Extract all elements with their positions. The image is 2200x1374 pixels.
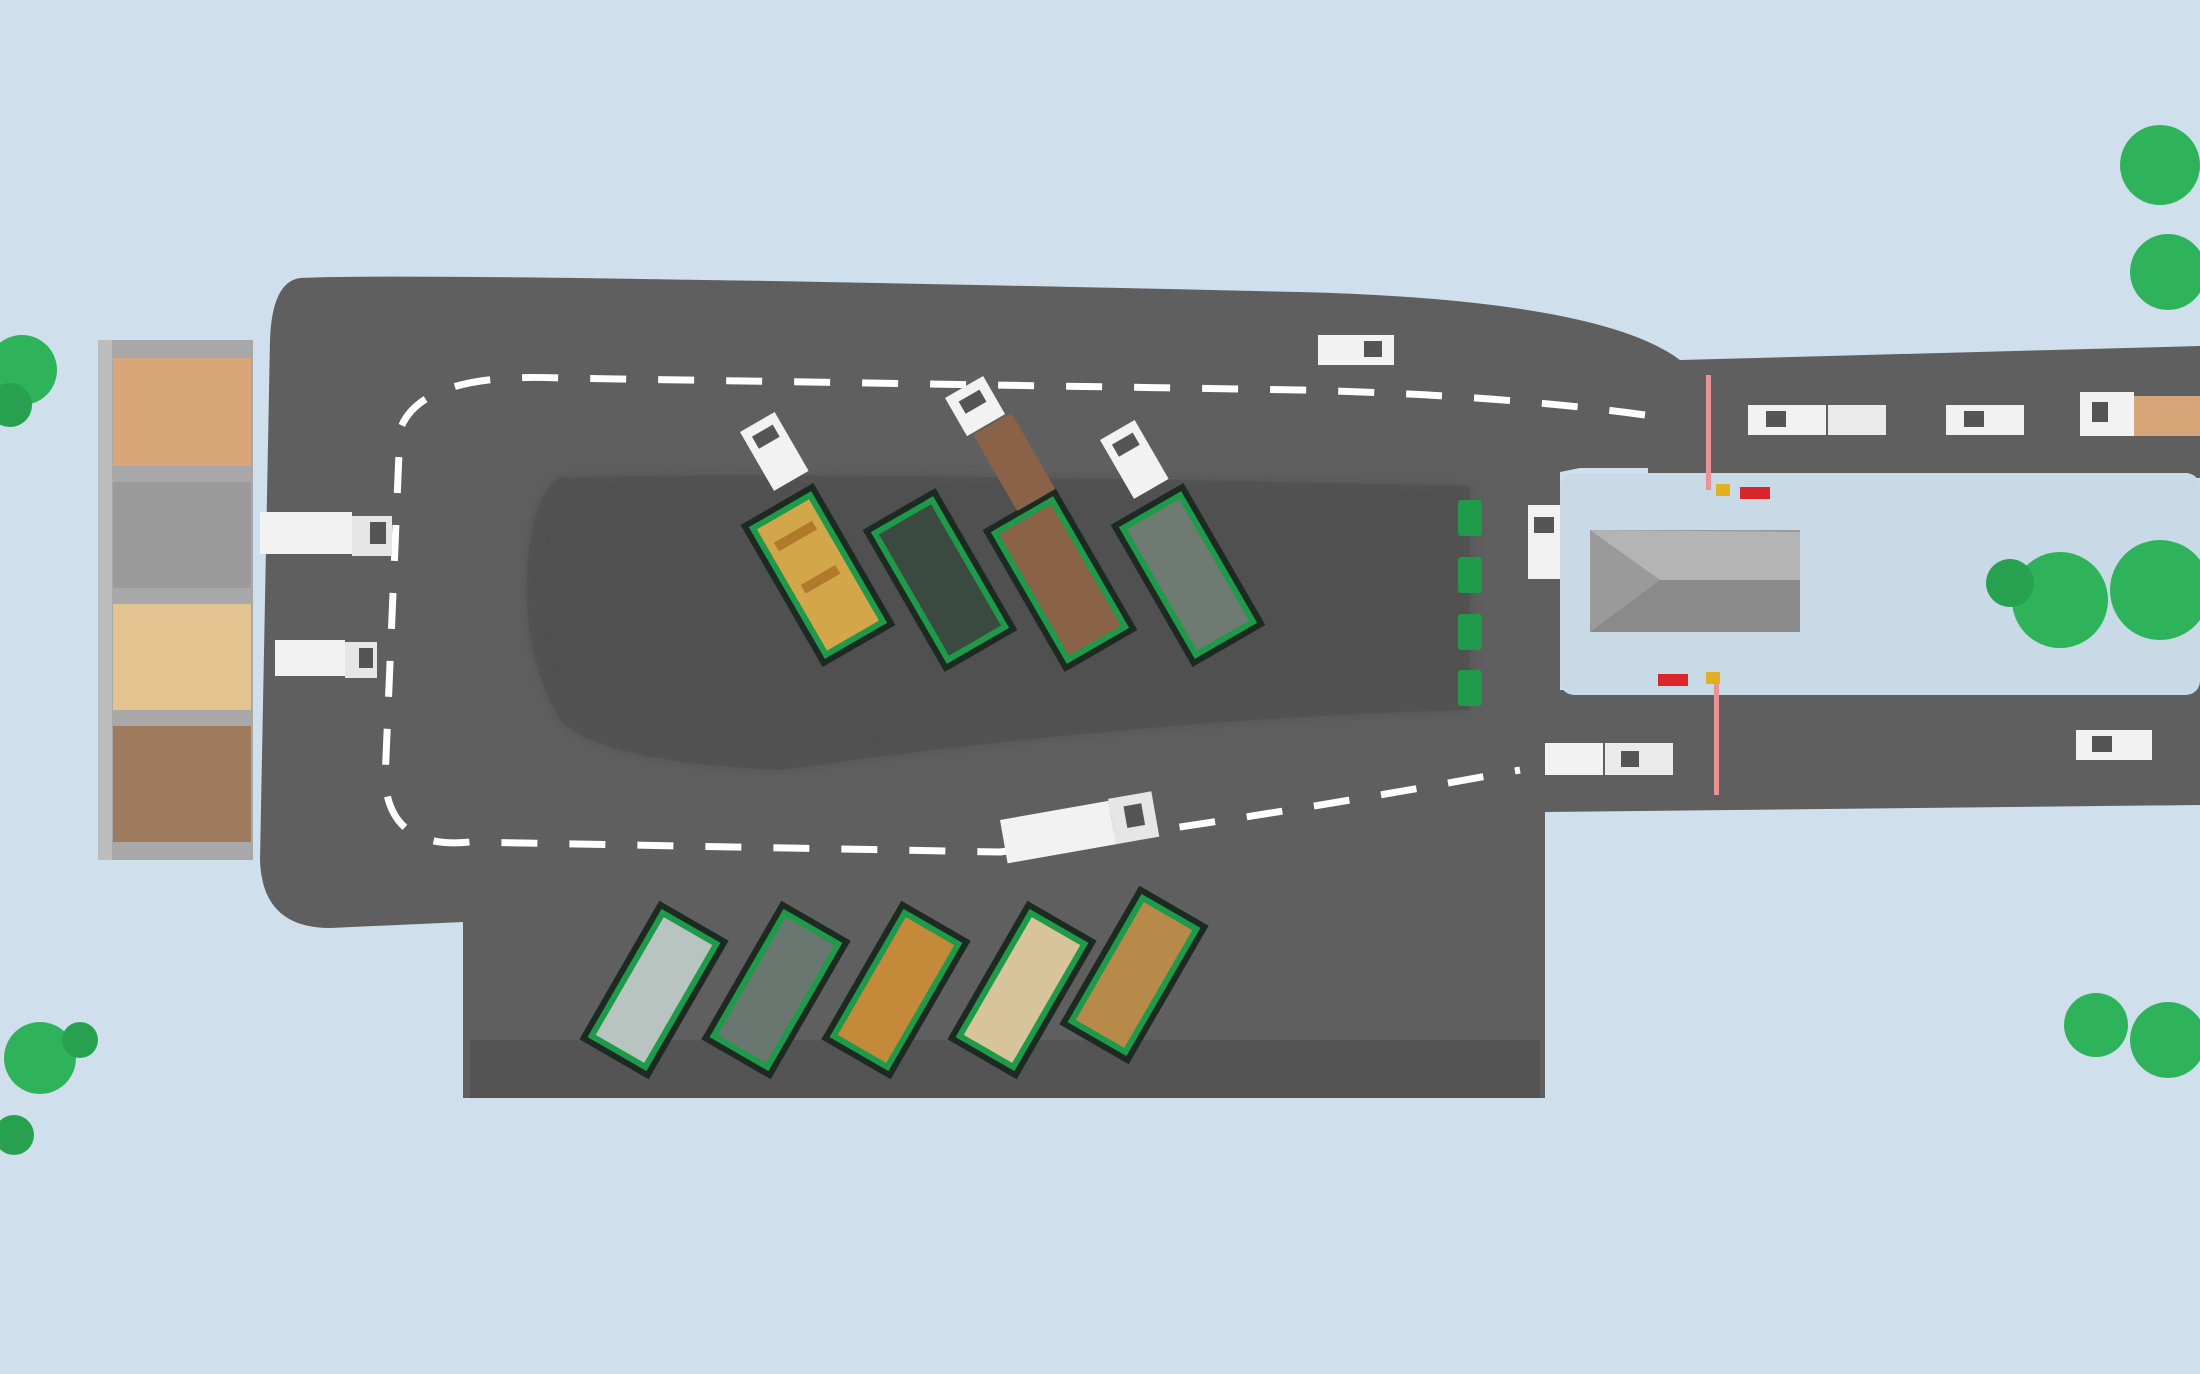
container-timber	[1059, 885, 1209, 1065]
bay-soil-brown	[113, 726, 251, 842]
truck-icon	[740, 412, 809, 491]
truck-icon	[260, 512, 392, 556]
truck-icon	[1946, 405, 2024, 435]
tree-icon	[0, 1022, 98, 1155]
container-cardboard	[821, 900, 971, 1080]
container-rubble	[862, 487, 1018, 673]
container-soil	[982, 487, 1138, 673]
small-bin	[1458, 500, 1482, 536]
lane-marking	[381, 373, 1646, 856]
bay-gravel-grey	[113, 482, 251, 588]
tree-icon	[2120, 125, 2200, 310]
truck-icon	[2076, 730, 2152, 760]
small-bin	[1458, 557, 1482, 593]
small-bins	[1458, 500, 1482, 706]
upper-containers	[740, 482, 1266, 673]
tree-icon	[1986, 540, 2200, 648]
trucks	[260, 335, 2200, 864]
container-metal	[701, 900, 851, 1080]
container-wood	[740, 482, 896, 668]
container-glass	[579, 900, 729, 1080]
bay-sand-coarse	[113, 358, 251, 466]
small-bin	[1458, 670, 1482, 706]
lower-containers	[579, 885, 1209, 1080]
booth-icon	[1590, 530, 1800, 632]
truck-icon	[1528, 505, 1560, 579]
small-bin	[1458, 614, 1482, 650]
trees	[0, 125, 2200, 1155]
truck-icon	[1748, 405, 1886, 435]
truck-icon	[1545, 743, 1673, 775]
truck-icon	[2080, 392, 2200, 436]
container-sawdust	[947, 900, 1097, 1080]
truck-icon	[275, 640, 377, 678]
truck-icon	[1000, 791, 1160, 864]
container-concrete	[1110, 482, 1266, 668]
truck-icon	[945, 376, 1056, 512]
truck-icon	[1100, 420, 1169, 499]
material-bays	[98, 340, 253, 860]
tree-icon	[2064, 993, 2200, 1078]
tree-icon	[0, 335, 57, 427]
truck-icon	[1318, 335, 1394, 365]
bay-sand-fine	[113, 604, 251, 710]
barrier-icon	[1658, 375, 1770, 795]
